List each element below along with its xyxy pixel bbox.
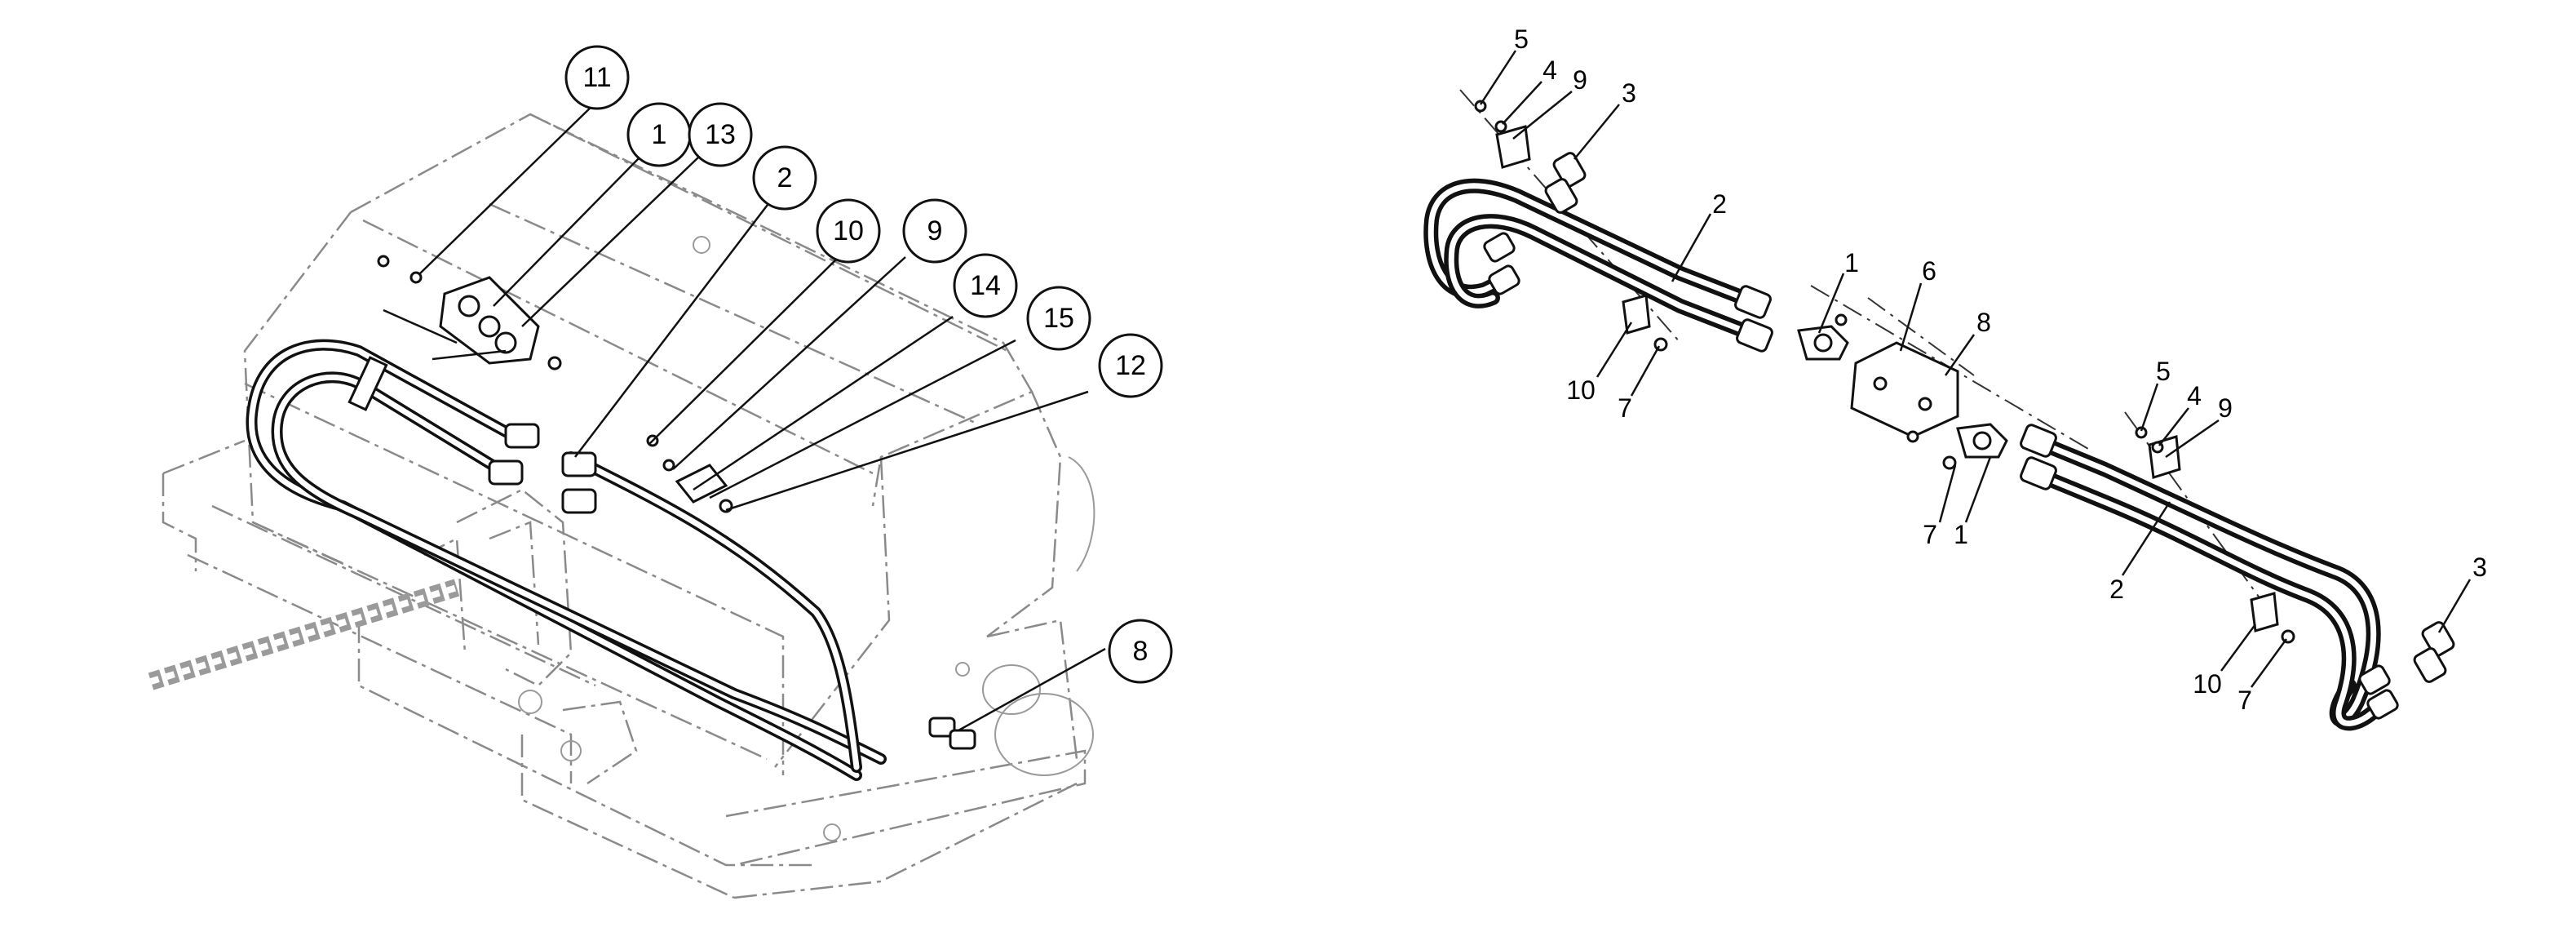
label-6: 6 — [1922, 256, 1936, 286]
label-7: 7 — [2237, 686, 2252, 715]
label-10: 10 — [1566, 375, 1596, 405]
label-7: 7 — [1618, 393, 1632, 423]
label-4: 4 — [1543, 55, 1557, 85]
callout-12: 12 — [1098, 333, 1163, 398]
lower-hose-assembly — [2020, 424, 2399, 731]
label-3: 3 — [2472, 553, 2487, 582]
label-9: 9 — [1573, 65, 1587, 95]
phantom-machine-body — [162, 113, 1095, 899]
label-4: 4 — [2187, 381, 2202, 411]
callout-2: 2 — [752, 145, 817, 211]
label-2: 2 — [2109, 575, 2124, 604]
callout-label: 1 — [652, 119, 667, 150]
upper-hose-assembly — [1423, 178, 1773, 353]
callout-label: 2 — [777, 162, 793, 193]
callout-label: 10 — [833, 215, 864, 246]
callout-label: 9 — [927, 215, 943, 246]
tee-fittings — [1797, 325, 2008, 459]
label-5: 5 — [1514, 24, 1529, 54]
label-5: 5 — [2156, 357, 2171, 386]
left-assembly-view: 11 1 13 2 10 9 14 15 — [148, 45, 1173, 899]
label-1: 1 — [1954, 520, 1968, 549]
callout-1: 1 — [626, 102, 692, 167]
callout-15: 15 — [1026, 286, 1091, 351]
callout-label: 14 — [970, 270, 1001, 301]
label-2: 2 — [1712, 189, 1727, 219]
callout-9: 9 — [902, 198, 967, 264]
left-callout-leaders — [383, 100, 1106, 732]
callout-14: 14 — [953, 253, 1018, 318]
callout-label: 15 — [1043, 303, 1074, 334]
label-3: 3 — [1622, 78, 1636, 108]
label-9: 9 — [2218, 393, 2233, 423]
drive-chain — [148, 579, 460, 690]
callout-13: 13 — [688, 102, 753, 167]
callout-8: 8 — [1108, 619, 1173, 684]
label-10: 10 — [2193, 669, 2222, 699]
callout-label: 12 — [1115, 350, 1146, 381]
end-fittings — [1544, 152, 2455, 683]
left-hose-assembly — [246, 255, 976, 781]
mounting-bracket — [1850, 341, 1959, 438]
small-hardware — [1474, 100, 2295, 644]
right-exploded-view: 5 4 9 3 2 1 6 8 10 7 7 1 5 4 9 2 3 10 7 — [1423, 24, 2487, 731]
label-1: 1 — [1844, 248, 1859, 277]
callout-10: 10 — [816, 198, 881, 264]
callout-label: 8 — [1133, 636, 1149, 667]
callout-11: 11 — [564, 45, 630, 110]
callout-label: 13 — [705, 119, 736, 150]
label-8: 8 — [1976, 308, 1991, 337]
label-7: 7 — [1923, 520, 1937, 549]
callout-label: 11 — [582, 62, 611, 93]
right-leader-lines — [1479, 50, 2472, 688]
